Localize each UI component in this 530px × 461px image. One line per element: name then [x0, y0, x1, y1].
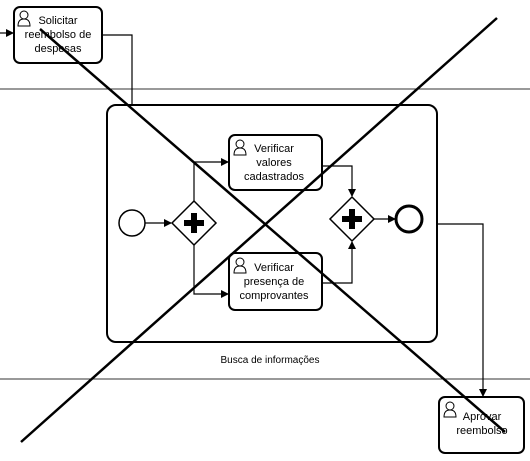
svg-text:valores: valores	[256, 157, 292, 169]
user-icon	[233, 139, 247, 156]
parallel-gateway-join[interactable]	[328, 195, 376, 243]
subprocess-label: Busca de informações	[221, 355, 320, 366]
svg-text:comprovantes: comprovantes	[239, 290, 309, 302]
plus-icon	[184, 213, 204, 233]
user-icon	[443, 401, 457, 418]
task-label-line: despesas	[34, 43, 82, 55]
plus-icon	[342, 209, 362, 229]
svg-text:Verificar: Verificar	[254, 262, 294, 274]
cross-out-mark	[20, 17, 506, 443]
svg-text:cadastrados: cadastrados	[244, 171, 304, 183]
task-label-line: Verificar	[254, 262, 294, 274]
task-label-line: reembolso de	[25, 29, 92, 41]
end-event[interactable]	[394, 204, 424, 234]
task-verificar-presenca[interactable]: Verificar presença de comprovantes	[228, 252, 323, 311]
user-icon	[233, 257, 247, 274]
svg-text:reembolso: reembolso	[456, 425, 507, 437]
task-label-line: Verificar	[254, 143, 294, 155]
svg-text:presença de: presença de	[244, 276, 305, 288]
svg-text:Verificar: Verificar	[254, 143, 294, 155]
sequence-flow	[437, 223, 487, 397]
task-label-line: comprovantes	[239, 290, 309, 302]
svg-text:despesas: despesas	[34, 43, 82, 55]
task-solicitar-reembolso[interactable]: Solicitar reembolso de despesas	[13, 6, 103, 64]
task-label-line: presença de	[244, 276, 305, 288]
task-verificar-valores[interactable]: Verificar valores cadastrados	[228, 134, 323, 191]
task-label-line: cadastrados	[244, 171, 304, 183]
task-label-line: valores	[256, 157, 292, 169]
svg-text:reembolso de: reembolso de	[25, 29, 92, 41]
sequence-flow	[193, 245, 229, 298]
user-icon	[17, 10, 31, 27]
task-aprovar-reembolso[interactable]: Aprovar reembolso	[438, 396, 525, 454]
task-label-line: Solicitar	[38, 15, 77, 27]
svg-text:Solicitar: Solicitar	[38, 15, 77, 27]
start-event[interactable]	[118, 209, 146, 237]
task-label-line: reembolso	[456, 425, 507, 437]
